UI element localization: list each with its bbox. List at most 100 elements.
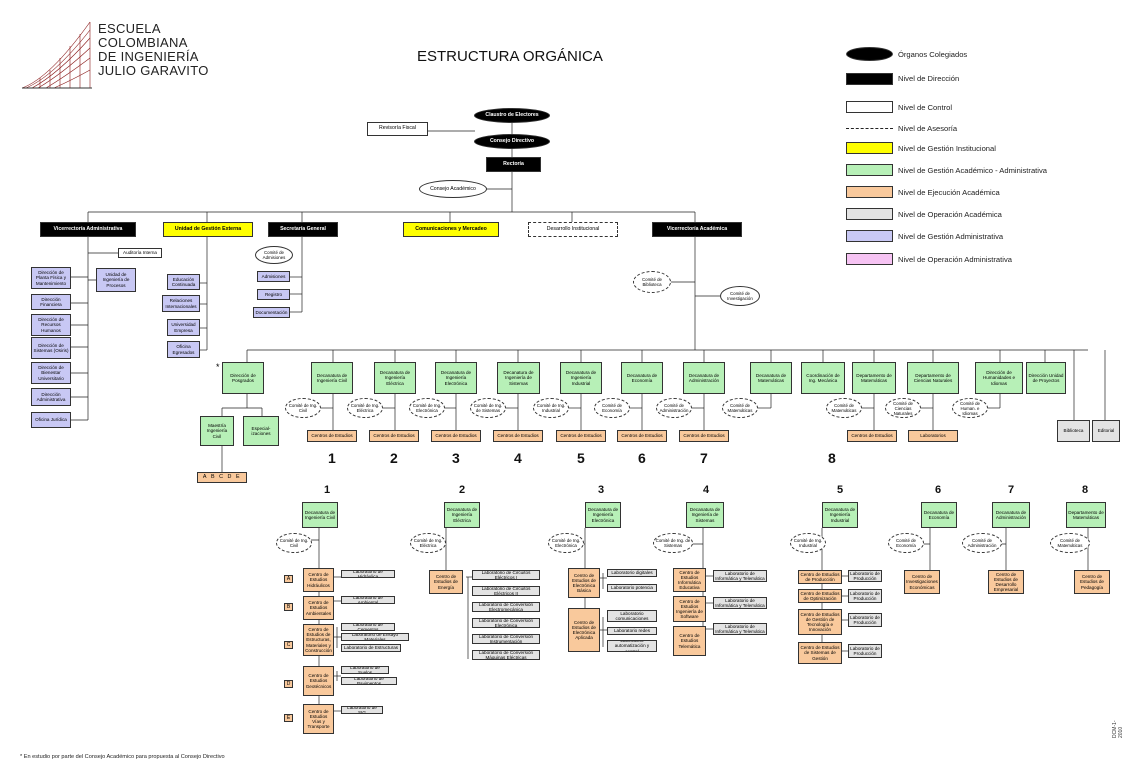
comite-administracion: Comité de Administración [656, 398, 692, 418]
comite-admisiones: Comité de Admisiones [255, 246, 293, 264]
decanatura-electrica: Decanatura de Ingeniería Eléctrica [374, 362, 416, 394]
detail-number: 3 [598, 484, 605, 496]
unidad-gestion-externa: Unidad de Gestión Externa [163, 222, 253, 237]
electronica-center: Centro de Estudios de Electrónica Aplica… [568, 608, 600, 652]
claustro-de-electores: Claustro de Electores [474, 108, 550, 123]
civil-center: Centro de Estudios Ambientales [303, 596, 334, 620]
detail-dean: Decanatura de Ingeniería de Sistemas [686, 502, 724, 528]
industrial-center: Centro de Estudios de Gestión de Tecnolo… [798, 609, 842, 635]
sistemas-center: Centro de Estudios Ingeniería de Softwar… [673, 596, 706, 622]
legend-swatch-asesoria [846, 128, 893, 129]
civil-lab: Laboratorio de Cementos [341, 623, 395, 631]
comite-electrica: Comité de Ing. Eléctrica [347, 398, 383, 418]
secretaria-general: Secretaría General [268, 222, 338, 237]
detail-comite: Comité de Ing. Industrial [790, 533, 826, 553]
number-6: 6 [638, 450, 646, 466]
electrica-lab: Laboratorio de Circuitos Eléctricos I [472, 570, 540, 580]
letter-b: B [284, 603, 293, 611]
vicerrectoria-administrativa: Vicerrectoría Administrativa [40, 222, 136, 237]
detail-dean: Departamento de Matemáticas [1066, 502, 1106, 528]
electrica-lab: Laboratorio de Conversión Electrónica [472, 618, 540, 628]
direccion-humanidades: Dirección de Humanidades e Idiomas [975, 362, 1023, 394]
legend-label: Nivel de Gestión Institucional [898, 144, 996, 153]
consejo-academico: Consejo Académico [419, 180, 487, 198]
especializaciones: Especial-izaciones [243, 416, 279, 446]
industrial-lab: Laboratorio de Producción [848, 613, 882, 627]
legend-swatch-institucional [846, 142, 893, 154]
electronica-lab: Laboratorio comunicaciones [607, 610, 657, 622]
admin-unit: Dirección de Planta Física y Mantenimien… [31, 267, 71, 289]
industrial-center: Centro de Estudios de Producción [798, 570, 842, 584]
legend-swatch-gestion-administrativa [846, 230, 893, 242]
institution-line-4: JULIO GARAVITO [98, 63, 209, 78]
secretaria-unit: Documentación [253, 307, 290, 318]
detail-number: 8 [1082, 484, 1089, 496]
centros-estudios: Centros de Estudios [307, 430, 357, 442]
decanatura-matematicas: Decanatura de Matemáticas [750, 362, 792, 394]
civil-lab: Laboratorio de SIG [341, 706, 383, 714]
departamento-ciencias-naturales: Departamento de Ciencias Naturales [907, 362, 959, 394]
electronica-lab: Laboratorio digitales [607, 569, 657, 577]
comite-matematicas: Comité de Matemáticas [722, 398, 758, 418]
sistemas-center: Centro de Estudios Informática Educativa [673, 568, 706, 592]
matematicas-center: Centro de Estudios de Pedagogía [1074, 570, 1110, 594]
letter-c: C [284, 641, 293, 649]
chart-title: ESTRUCTURA ORGÁNICA [417, 48, 603, 65]
legend-label: Nivel de Control [898, 103, 953, 112]
electrica-lab: Laboratorio de Circuitos Eléctricos II [472, 586, 540, 596]
decanatura-administracion: Decanatura de Administración [683, 362, 725, 394]
gestion-externa-unit: Educación Continuada [167, 274, 200, 290]
admin-unit: Dirección de Recursos Humanos [31, 314, 71, 336]
footnote: * En estudio por parte del Consejo Acadé… [20, 754, 225, 760]
letter-d: D [284, 680, 293, 688]
institution-line-3: DE INGENIERÍA [98, 49, 199, 64]
detail-comite: Comité de Economía [888, 533, 924, 553]
number-7: 7 [700, 450, 708, 466]
maestria-ingenieria-civil: Maestría Ingeniería Civil [200, 416, 234, 446]
secretaria-unit: Registro [257, 289, 290, 300]
electrica-center: Centro de Estudios de Energía [429, 570, 463, 594]
legend-swatch-academico [846, 164, 893, 176]
desarrollo-institucional: Desarrollo Institucional [528, 222, 618, 237]
comunicaciones-y-mercadeo: Comunicaciones y Mercadeo [403, 222, 499, 237]
sistemas-lab: Laboratorio de Informática y Telemática [713, 570, 767, 582]
legend-label: Nivel de Operación Administrativa [898, 255, 1012, 264]
comite-civil: Comité de Ing. Civil [285, 398, 321, 418]
institution-line-1: ESCUELA [98, 21, 161, 36]
centros-estudios: Centros de Estudios [617, 430, 667, 442]
centros-estudios: Centros de Estudios [369, 430, 419, 442]
departamento-matematicas: Departamento de Matemáticas [852, 362, 896, 394]
legend-label: Nivel de Gestión Académico - Administrat… [898, 166, 1047, 175]
vicerrectoria-academica: Vicerrectoría Académica [652, 222, 742, 237]
decanatura-sistemas: Decanatura de Ingeniería de Sistemas [497, 362, 540, 394]
direccion-posgrados: Dirección de Posgrados [222, 362, 264, 394]
electrica-lab: Laboratorio de Conversión Instrumentació… [472, 634, 540, 644]
footnote-star: * [216, 362, 220, 372]
letter-b: B [211, 473, 217, 480]
detail-dean: Decanatura de Administración [992, 502, 1030, 528]
revisoria-fiscal: Revisoría Fiscal [367, 122, 428, 136]
detail-comite: Comité de Administración [962, 533, 1002, 553]
comite-industrial: Comité de Ing. Industrial [533, 398, 569, 418]
legend-swatch-control [846, 101, 893, 113]
coordinacion-mecanica: Coordinación de Ing. Mecánica [801, 362, 845, 394]
detail-comite: Comité de Ing. Eléctrica [410, 533, 446, 553]
comite-matematicas-2: Comité de Matemáticas [826, 398, 862, 418]
civil-center: Centro de Estudios de Estructuras, Mater… [303, 624, 334, 656]
consejo-directivo: Consejo Directivo [474, 134, 550, 149]
centros-estudios: Centros de Estudios [679, 430, 729, 442]
admin-unit: Dirección de Sistemas (Osiris) [31, 337, 71, 359]
detail-number: 1 [324, 484, 331, 496]
civil-center: Centro de Estudios Vías y Transporte [303, 704, 334, 734]
admin-unit: Dirección Financiera [31, 294, 71, 310]
legend-swatch-ellipse [846, 47, 893, 61]
posgrado-letters: A B C D E [197, 472, 247, 483]
legend-swatch-operacion-academica [846, 208, 893, 220]
comite-electronica: Comité de Ing. Electrónica [409, 398, 445, 418]
legend-swatch-direccion [846, 73, 893, 85]
electrica-lab: Laboratorio de Conversión Electromecánic… [472, 602, 540, 612]
industrial-center: Centro de Estudios de Sistemas de Gestió… [798, 642, 842, 664]
detail-comite: Comité de Ing. Electrónica [548, 533, 584, 553]
letter-a: A [202, 473, 209, 480]
